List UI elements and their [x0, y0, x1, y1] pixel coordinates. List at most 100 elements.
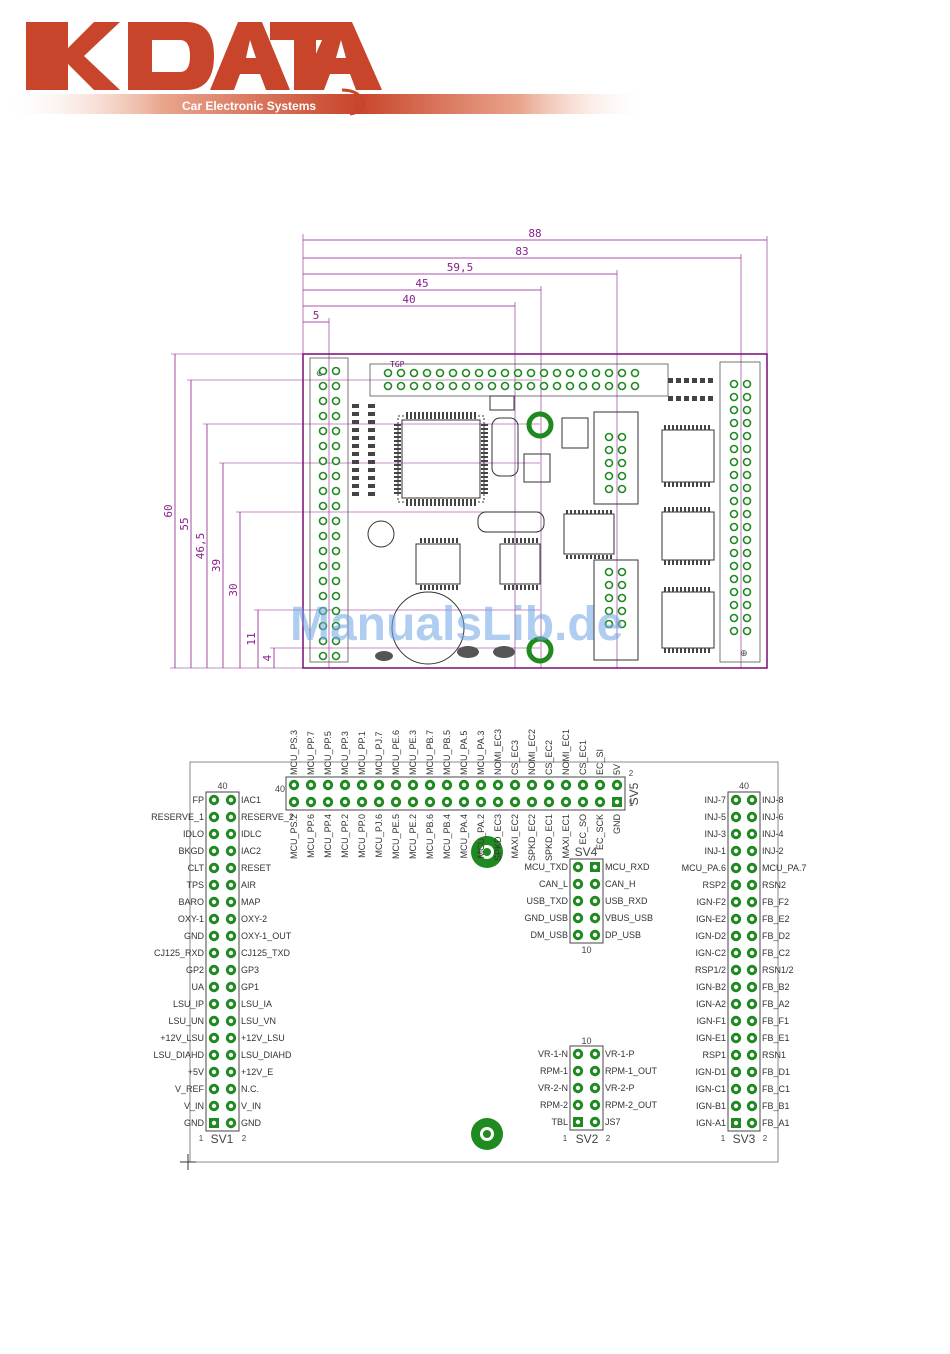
connector-body: [285, 776, 626, 811]
pin-label: FB_C1: [762, 1084, 790, 1094]
pin-label: MCU_TXD: [524, 862, 568, 872]
ic-pin: [481, 460, 488, 462]
dimension-label: 55: [178, 517, 191, 530]
pin-label: USB_RXD: [605, 896, 648, 906]
ic-pin: [442, 412, 444, 419]
pad: [729, 431, 739, 441]
ic-pin: [456, 538, 458, 543]
ic-pin: [394, 424, 401, 426]
pad: [500, 381, 510, 391]
pin-label: FB_B2: [762, 982, 790, 992]
pad: [742, 587, 752, 597]
ic-pin: [708, 425, 710, 430]
pad: [331, 651, 341, 661]
pin-label: MAXI_EC2: [510, 814, 520, 859]
pin-label: FB_F2: [762, 897, 789, 907]
pad: [604, 606, 614, 616]
ic-pin: [352, 428, 359, 432]
ic-pin: [432, 538, 434, 543]
ic-pin: [668, 425, 670, 430]
connector-name: SV2: [576, 1132, 599, 1146]
pin-label: GND: [241, 1118, 262, 1128]
ic-pin: [452, 585, 454, 590]
pin-number: 2: [763, 1134, 768, 1143]
pad: [331, 396, 341, 406]
ic-pin: [700, 396, 705, 401]
ic-pin: [676, 648, 678, 653]
pad: [742, 431, 752, 441]
pin-label: IGN-A2: [696, 999, 726, 1009]
pin-label: VR-1-P: [605, 1049, 635, 1059]
ic-pin: [436, 538, 438, 543]
pad: [474, 368, 484, 378]
pin-label: SPKD_EC1: [544, 814, 554, 861]
ic-pin: [368, 468, 375, 472]
pin-label: IGN-A1: [696, 1118, 726, 1128]
pad: [318, 621, 328, 631]
pad: [318, 516, 328, 526]
pin-label: SPKD_EC2: [527, 814, 537, 861]
ic-pin: [680, 507, 682, 512]
ic-pin: [430, 412, 432, 419]
pin-label: INJ-4: [762, 829, 784, 839]
pin-label: MCU_PP.5: [323, 731, 333, 775]
pad: [742, 561, 752, 571]
pin-label: RSP1/2: [695, 965, 726, 975]
ic-pin: [481, 424, 488, 426]
pad: [742, 483, 752, 493]
ic-pin: [704, 425, 706, 430]
pad: [318, 471, 328, 481]
tagline: Car Electronic Systems: [182, 99, 316, 113]
pad: [487, 368, 497, 378]
ic-qfn-2: [499, 543, 541, 585]
ic-pin: [704, 587, 706, 592]
ic-pin: [481, 480, 488, 482]
pin-label: IDLO: [183, 829, 204, 839]
ic-pin: [368, 404, 375, 408]
ic-pin: [466, 499, 468, 506]
pin-label: GP2: [186, 965, 204, 975]
pin-label: MCU_PB.5: [442, 730, 452, 775]
pad: [331, 366, 341, 376]
pad: [318, 456, 328, 466]
ic-pin: [481, 448, 488, 450]
ic-pin: [692, 560, 694, 565]
ic-pin: [481, 452, 488, 454]
ic-pin: [504, 585, 506, 590]
ic-pin: [454, 412, 456, 419]
pad: [565, 368, 575, 378]
pin-number: 1: [199, 1134, 204, 1143]
ic-pin: [708, 560, 710, 565]
pin-count-label: 10: [581, 1036, 591, 1046]
pin-label: FP: [192, 795, 204, 805]
buzzer-ring: [391, 591, 465, 665]
connector-name: SV5: [627, 782, 641, 805]
ic-pin: [426, 499, 428, 506]
pin-label: MCU_PJ.6: [374, 814, 384, 858]
ic-pin: [676, 425, 678, 430]
ic-pin: [352, 436, 359, 440]
ic-pin: [420, 585, 422, 590]
pad: [513, 381, 523, 391]
pin-label: SPKD_EC3: [493, 814, 503, 861]
pad: [729, 600, 739, 610]
logo-mark: [26, 22, 382, 116]
pad: [604, 567, 614, 577]
ic-pin: [664, 507, 666, 512]
pad: [331, 561, 341, 571]
pad: [742, 509, 752, 519]
pad: [331, 591, 341, 601]
pad: [565, 381, 575, 391]
pin-label: CS_EC2: [544, 740, 554, 775]
pin-label: DP_USB: [605, 930, 641, 940]
pad: [591, 381, 601, 391]
ic-pin: [481, 428, 488, 430]
pin-label: GND_USB: [524, 913, 568, 923]
ic-pin: [352, 468, 359, 472]
ic-pin: [418, 499, 420, 506]
pad: [318, 576, 328, 586]
pad: [331, 471, 341, 481]
ic-pin: [610, 510, 612, 514]
board-left-strip: [309, 357, 349, 663]
ic-pin: [668, 396, 673, 401]
